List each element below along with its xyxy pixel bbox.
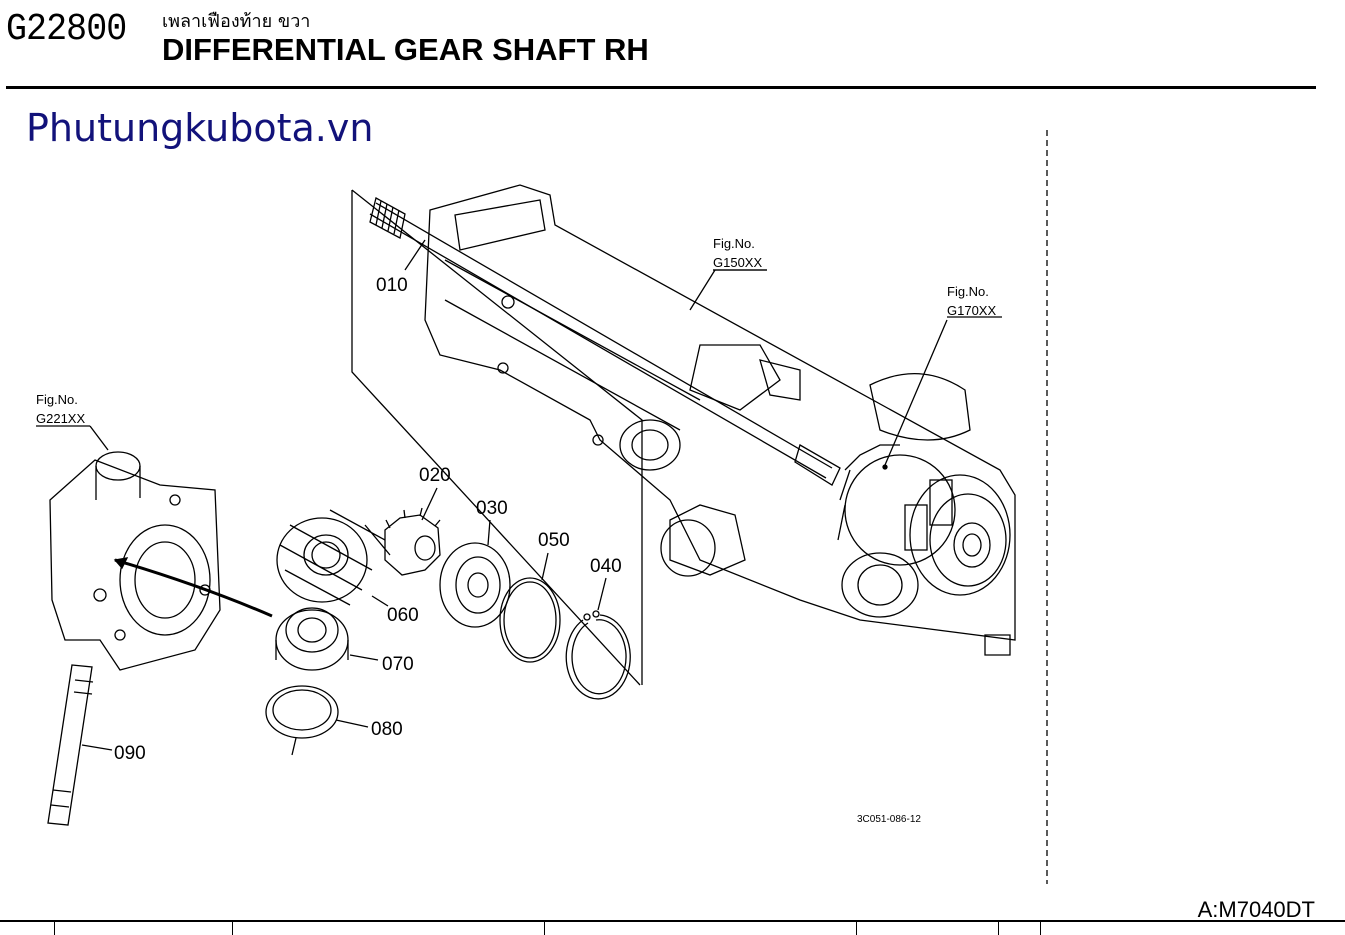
part-020-pinion-drawing bbox=[384, 507, 441, 576]
table-column-divider bbox=[998, 922, 999, 935]
part-050-ring-drawing bbox=[499, 552, 561, 663]
part-040-circlip-drawing bbox=[565, 577, 631, 700]
gear-assembly-drawing bbox=[837, 444, 1011, 596]
part-label-090: 090 bbox=[114, 743, 146, 764]
figure-number: 3C051-086-12 bbox=[857, 814, 921, 825]
part-080-shim-drawing bbox=[265, 685, 369, 756]
figure-ref-label: Fig.No. bbox=[36, 392, 78, 407]
table-column-divider bbox=[1040, 922, 1041, 935]
figure-ref-g221xx: Fig.No. G221XX bbox=[36, 392, 85, 426]
watermark-link[interactable]: Phutungkubota.vn bbox=[26, 106, 374, 150]
figure-ref-label: Fig.No. bbox=[947, 284, 989, 299]
assembly-arrow bbox=[114, 558, 273, 618]
parts-table-header bbox=[0, 920, 1345, 935]
table-column-divider bbox=[856, 922, 857, 935]
part-label-080: 080 bbox=[371, 719, 403, 740]
part-030-bearing-drawing bbox=[439, 519, 511, 628]
figure-ref-label: Fig.No. bbox=[713, 236, 755, 251]
axle-housing-drawing bbox=[424, 184, 1016, 656]
page-title-thai: เพลาเฟืองท้าย ขวา bbox=[162, 11, 311, 32]
figure-ref-code: G150XX bbox=[713, 255, 762, 270]
table-column-divider bbox=[544, 922, 545, 935]
part-label-060: 060 bbox=[387, 605, 419, 626]
part-070-bearing-drawing bbox=[275, 607, 379, 671]
part-060-gear-drawing bbox=[276, 509, 391, 607]
part-label-030: 030 bbox=[476, 498, 508, 519]
header-divider bbox=[6, 86, 1316, 89]
model-code: A:M7040DT bbox=[1197, 897, 1315, 922]
page-title: DIFFERENTIAL GEAR SHAFT RH bbox=[162, 32, 649, 67]
table-column-divider bbox=[232, 922, 233, 935]
figure-ref-g170xx: Fig.No. G170XX bbox=[947, 284, 996, 318]
figure-ref-g150xx: Fig.No. G150XX bbox=[713, 236, 762, 270]
figure-ref-code: G221XX bbox=[36, 411, 85, 426]
part-010-shaft-drawing bbox=[369, 197, 841, 486]
part-label-070: 070 bbox=[382, 654, 414, 675]
part-label-040: 040 bbox=[590, 556, 622, 577]
table-column-divider bbox=[54, 922, 55, 935]
part-090-shaft-drawing bbox=[47, 664, 113, 826]
brake-housing-drawing bbox=[49, 451, 221, 671]
part-label-010: 010 bbox=[376, 275, 408, 296]
page-code: G22800 bbox=[6, 8, 127, 51]
part-label-020: 020 bbox=[419, 465, 451, 486]
part-label-050: 050 bbox=[538, 530, 570, 551]
figure-ref-code: G170XX bbox=[947, 303, 996, 318]
